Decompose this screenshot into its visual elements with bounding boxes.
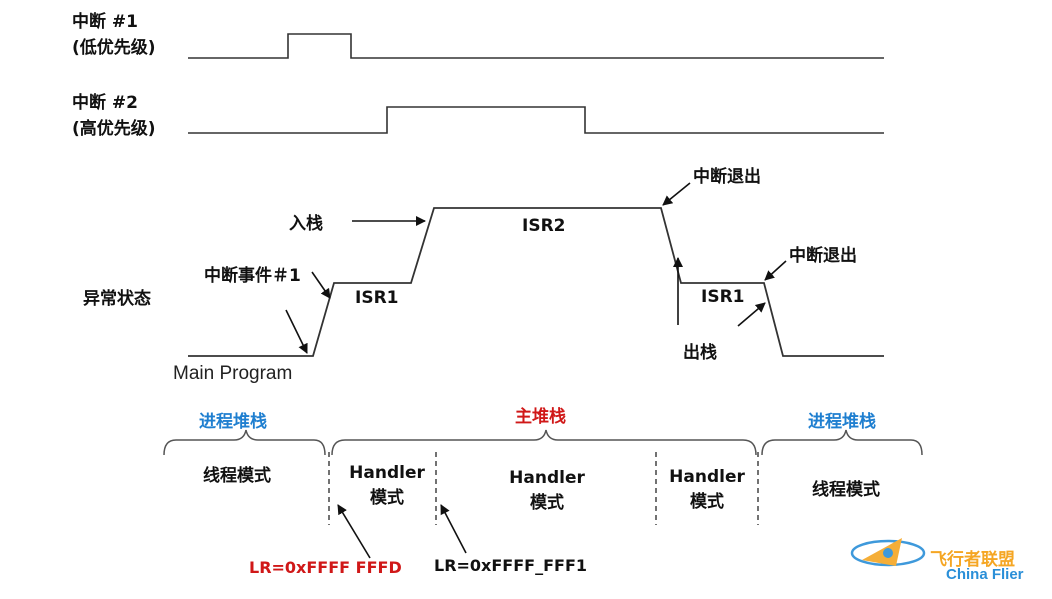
int2-priority: (高优先级) [72,119,156,139]
int2-waveform [188,106,884,134]
thread-mode-left: 线程模式 [203,466,271,486]
handler-mode-3-line1: Handler [669,467,745,487]
pop-stack-label: 出栈 [683,343,717,363]
left-stack-label: 进程堆栈 [199,412,267,432]
isr2-label: ISR2 [522,216,566,236]
push-stack-label: 入栈 [289,214,323,234]
right-stack-label: 进程堆栈 [808,412,876,432]
main-stack-label: 主堆栈 [515,407,566,427]
lr2-arrow [440,504,467,554]
int1-waveform [188,33,884,59]
exit2-arrow [764,260,787,281]
right-stack-brace [761,429,923,456]
left-stack-brace [163,429,326,456]
interrupt-event-arrow [311,271,331,299]
main-program-arrow [285,309,308,354]
int1-name: 中断 #1 [72,12,138,32]
exception-state-waveform [188,207,884,357]
lr1-value: LR=0xFFFF FFFD [249,558,402,577]
state-axis-label: 异常状态 [83,289,151,309]
interrupt-event-label: 中断事件＃1 [204,266,301,286]
watermark-text: 飞行者联盟 [930,550,1015,569]
watermark-logo-icon [850,538,926,567]
lr1-arrow [337,504,371,559]
handler-mode-1: Handler 模式 [345,461,429,511]
exit2-label: 中断退出 [789,246,857,266]
int1-priority: (低优先级) [72,38,156,58]
handler-mode-1-line1: Handler [349,463,425,483]
handler-mode-2: Handler 模式 [502,466,592,516]
int2-name: 中断 #2 [72,93,138,113]
exit1-label: 中断退出 [693,167,761,187]
isr1-second-label: ISR1 [701,287,745,307]
main-program-label: Main Program [173,363,293,384]
isr1-first-label: ISR1 [355,288,399,308]
lr2-value: LR=0xFFFF_FFF1 [434,556,588,575]
handler-mode-3-line2: 模式 [690,492,724,512]
watermark-subtext: China Flier [946,566,1024,583]
handler-mode-1-line2: 模式 [370,488,404,508]
exit1-arrow [662,182,691,206]
handler-mode-2-line2: 模式 [530,493,564,513]
handler-mode-2-line1: Handler [509,468,585,488]
isr1-second-arrow [737,302,766,327]
thread-mode-right: 线程模式 [812,480,880,500]
handler-mode-3: Handler 模式 [665,465,749,515]
main-stack-brace [331,429,757,456]
